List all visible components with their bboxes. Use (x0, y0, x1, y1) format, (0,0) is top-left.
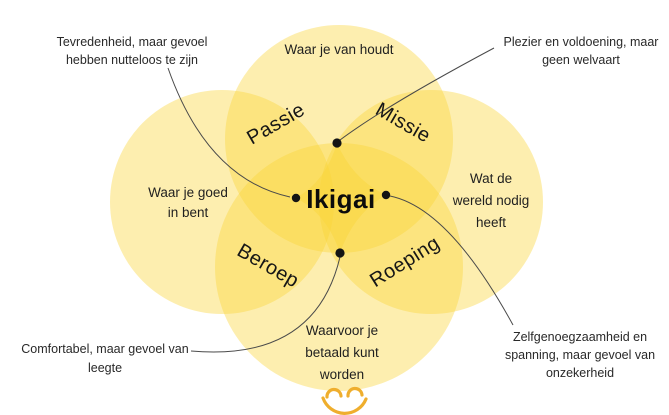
smiley-right-eye-icon (346, 386, 364, 398)
callout-bottom-left-line-2: leegte (88, 361, 122, 375)
smiley-left-eye-icon (325, 387, 343, 399)
venn-circle-right (319, 90, 543, 314)
venn-center-star (296, 143, 386, 253)
smiley-icon (321, 386, 368, 415)
callout-bottom-right-line-2: spanning, maar gevoel van (505, 348, 655, 362)
smiley-mouth-icon (321, 396, 368, 415)
circle-label-right-line-1: Wat de (470, 171, 512, 186)
connector-bottom-left (190, 256, 341, 353)
callout-top-right-line-2: geen welvaart (542, 53, 620, 67)
circle-label-right-line-2: wereld nodig (452, 193, 530, 208)
callout-bottom-right-line-3: onzekerheid (546, 366, 614, 380)
callout-top-left-line-1: Tevredenheid, maar gevoel (57, 35, 208, 49)
connector-bottom-right (389, 195, 514, 326)
callout-top-left-line-2: hebben nutteloos te zijn (66, 53, 198, 67)
circle-label-bottom-line-1: Waarvoor je (306, 323, 378, 338)
left-dot (291, 193, 301, 203)
callout-bottom-right-line-1: Zelfgenoegzaamheid en (513, 330, 647, 344)
circle-label-bottom-line-2: betaald kunt (305, 345, 379, 360)
ikigai-label: Ikigai (306, 184, 375, 214)
callout-top-right-line-1: Plezier en voldoening, maar (504, 35, 659, 49)
callout-bottom-left-line-1: Comfortabel, maar gevoel van (21, 342, 188, 356)
circle-label-right-line-3: heeft (476, 215, 506, 230)
connector-top-right (339, 47, 495, 141)
circle-label-left-line-1: Waar je goed (148, 185, 228, 200)
venn-circle-bottom (215, 143, 463, 391)
bottom-dot (335, 248, 345, 258)
top-dot (332, 138, 342, 148)
right-dot (381, 190, 391, 200)
circle-label-bottom-line-3: worden (319, 367, 364, 382)
venn-circle-left (110, 90, 334, 314)
circle-label-left-line-2: in bent (168, 205, 209, 220)
circle-label-top: Waar je van houdt (284, 42, 393, 57)
connector-top-left (167, 67, 291, 198)
